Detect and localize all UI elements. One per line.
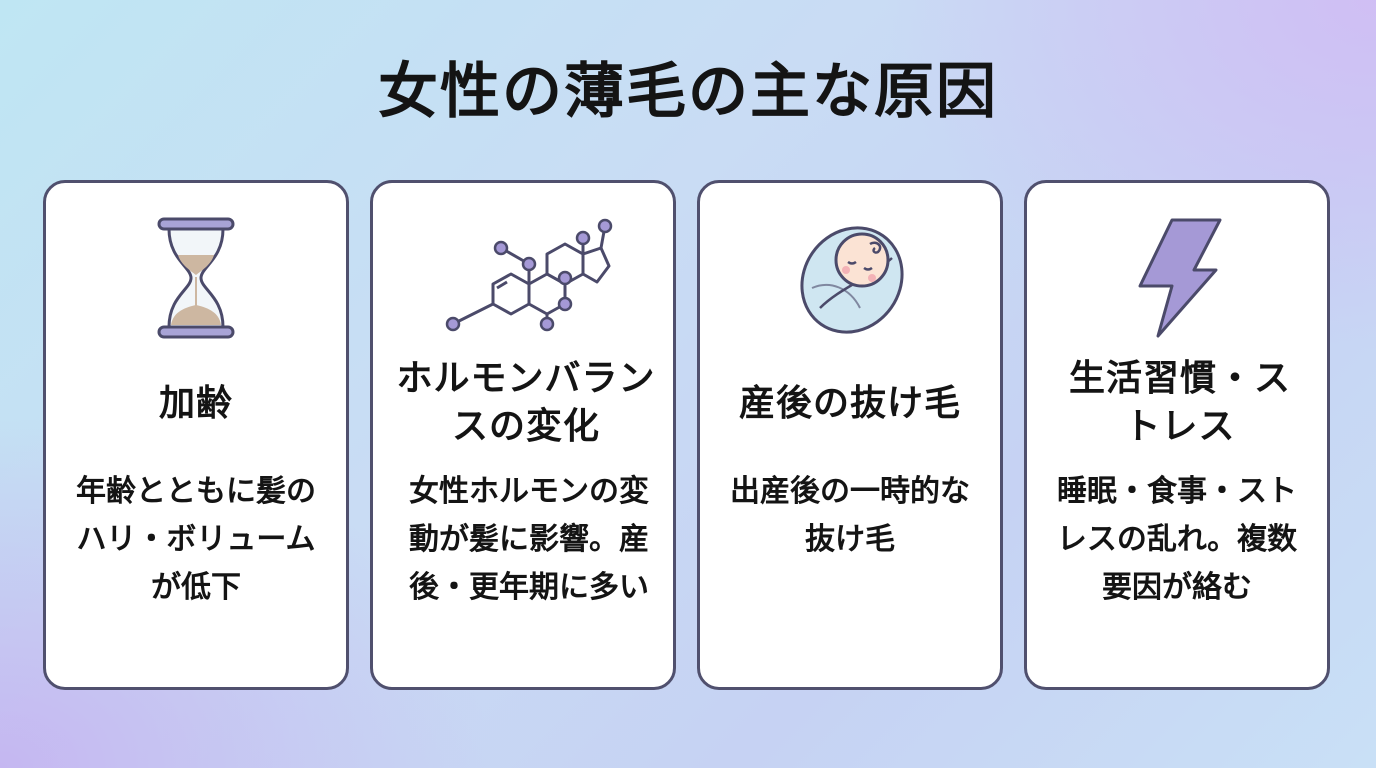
lightning-bolt-icon (1027, 213, 1327, 343)
hourglass-icon (46, 213, 346, 343)
card-description: 睡眠・食事・ストレスの乱れ。複数要因が絡む (1056, 474, 1298, 605)
card-description: 年齢とともに髪のハリ・ボリュームが低下 (76, 474, 316, 605)
card-heading: 生活習慣・ストレス (1068, 358, 1291, 447)
cause-card-postpartum: 産後の抜け毛 出産後の一時的な抜け毛 (697, 180, 1003, 690)
swaddled-baby-icon (700, 213, 1000, 343)
card-description: 女性ホルモンの変動が髪に影響。産後・更年期に多い (409, 474, 649, 605)
card-heading: 加齢 (158, 383, 233, 424)
card-heading: ホルモンバランスの変化 (396, 358, 656, 447)
cause-card-hormones: ホルモンバランスの変化 女性ホルモンの変動が髪に影響。産後・更年期に多い (370, 180, 676, 690)
page-title: 女性の薄毛の主な原因 (378, 57, 998, 127)
card-description: 出産後の一時的な抜け毛 (730, 474, 970, 557)
card-heading: 産後の抜け毛 (738, 383, 961, 424)
cause-card-aging: 加齢 年齢とともに髪のハリ・ボリュームが低下 (43, 180, 349, 690)
molecule-icon (373, 213, 673, 343)
cause-card-lifestyle-stress: 生活習慣・ストレス 睡眠・食事・ストレスの乱れ。複数要因が絡む (1024, 180, 1330, 690)
